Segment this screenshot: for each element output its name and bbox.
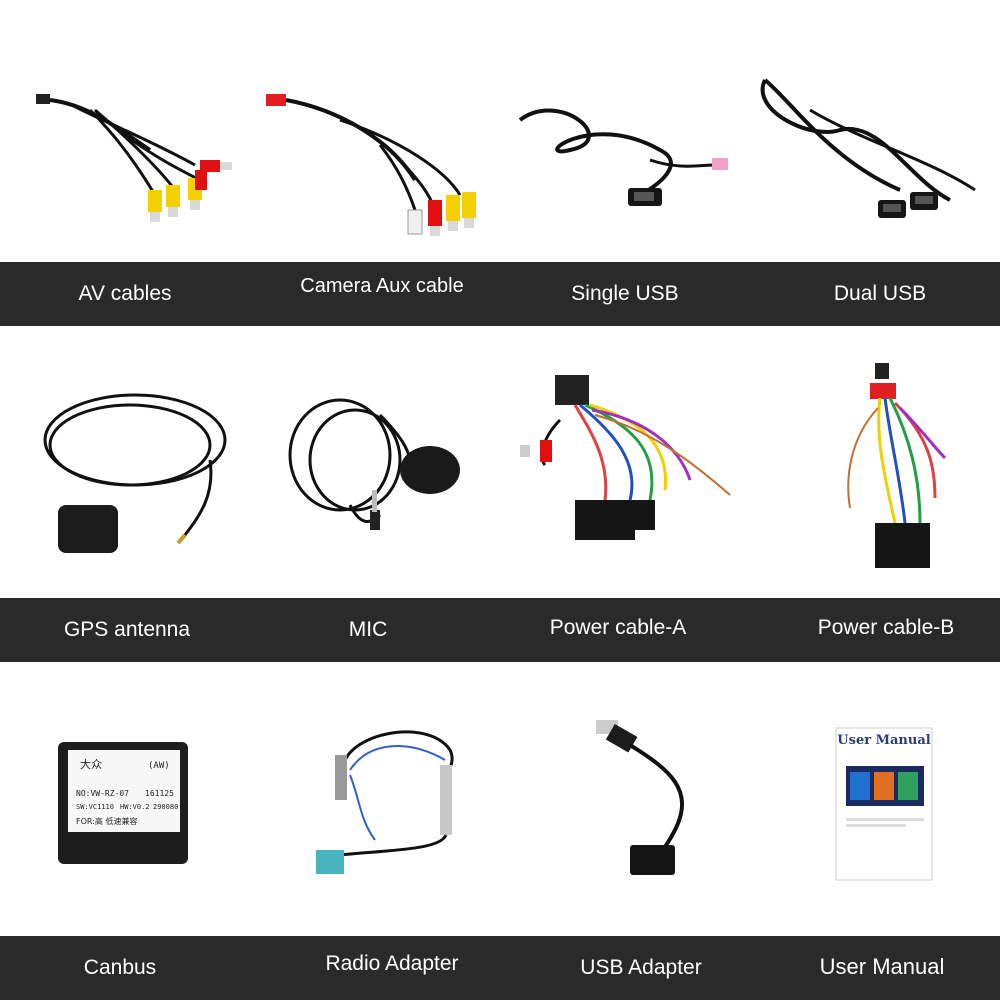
power-cable-a-image bbox=[500, 370, 750, 575]
user-manual-image: User Manual bbox=[750, 700, 1000, 885]
usb-adapter-image bbox=[500, 700, 750, 880]
label-canbus: Canbus bbox=[83, 956, 157, 979]
power-cable-b-image bbox=[750, 358, 1000, 583]
canbus-tag: (AW) bbox=[148, 761, 170, 771]
label-usb-adapter: USB Adapter bbox=[580, 956, 702, 979]
label-mic: MIC bbox=[348, 618, 388, 641]
manual-title: User Manual bbox=[837, 733, 930, 748]
mic-image bbox=[250, 375, 500, 575]
label-radio-adapter: Radio Adapter bbox=[325, 952, 459, 975]
gps-antenna-image bbox=[0, 375, 250, 575]
label-single-usb: Single USB bbox=[571, 282, 679, 305]
canbus-hw: HW:V0.2 bbox=[120, 803, 150, 811]
radio-adapter-image bbox=[250, 700, 500, 880]
label-power-cable-a: Power cable-A bbox=[549, 616, 687, 639]
label-gps-antenna: GPS antenna bbox=[63, 618, 191, 641]
canbus-box-image: 大众 (AW) NO:VW-RZ-07 161125 SW:VC1110 HW:… bbox=[0, 700, 250, 880]
canbus-for: FOR:高 低速兼容 bbox=[76, 816, 137, 826]
label-camera-aux-cable: Camera Aux cable bbox=[300, 275, 464, 297]
canbus-code: 290080 bbox=[153, 803, 178, 811]
av-cables-image bbox=[0, 70, 250, 255]
canbus-sw: SW:VC1110 bbox=[76, 803, 114, 811]
canbus-brand: 大众 bbox=[80, 757, 102, 771]
label-av-cables: AV cables bbox=[78, 282, 172, 305]
camera-aux-cable-image bbox=[250, 70, 500, 255]
dual-usb-image bbox=[750, 70, 1000, 255]
label-band-row-2 bbox=[0, 598, 1000, 662]
label-user-manual: User Manual bbox=[819, 954, 945, 979]
label-dual-usb: Dual USB bbox=[833, 282, 927, 305]
label-band-row-3 bbox=[0, 936, 1000, 1000]
canbus-no: NO:VW-RZ-07 bbox=[76, 789, 129, 798]
label-power-cable-b: Power cable-B bbox=[817, 616, 955, 639]
canbus-date: 161125 bbox=[145, 789, 174, 798]
single-usb-image bbox=[500, 70, 750, 255]
label-band-row-1 bbox=[0, 262, 1000, 326]
